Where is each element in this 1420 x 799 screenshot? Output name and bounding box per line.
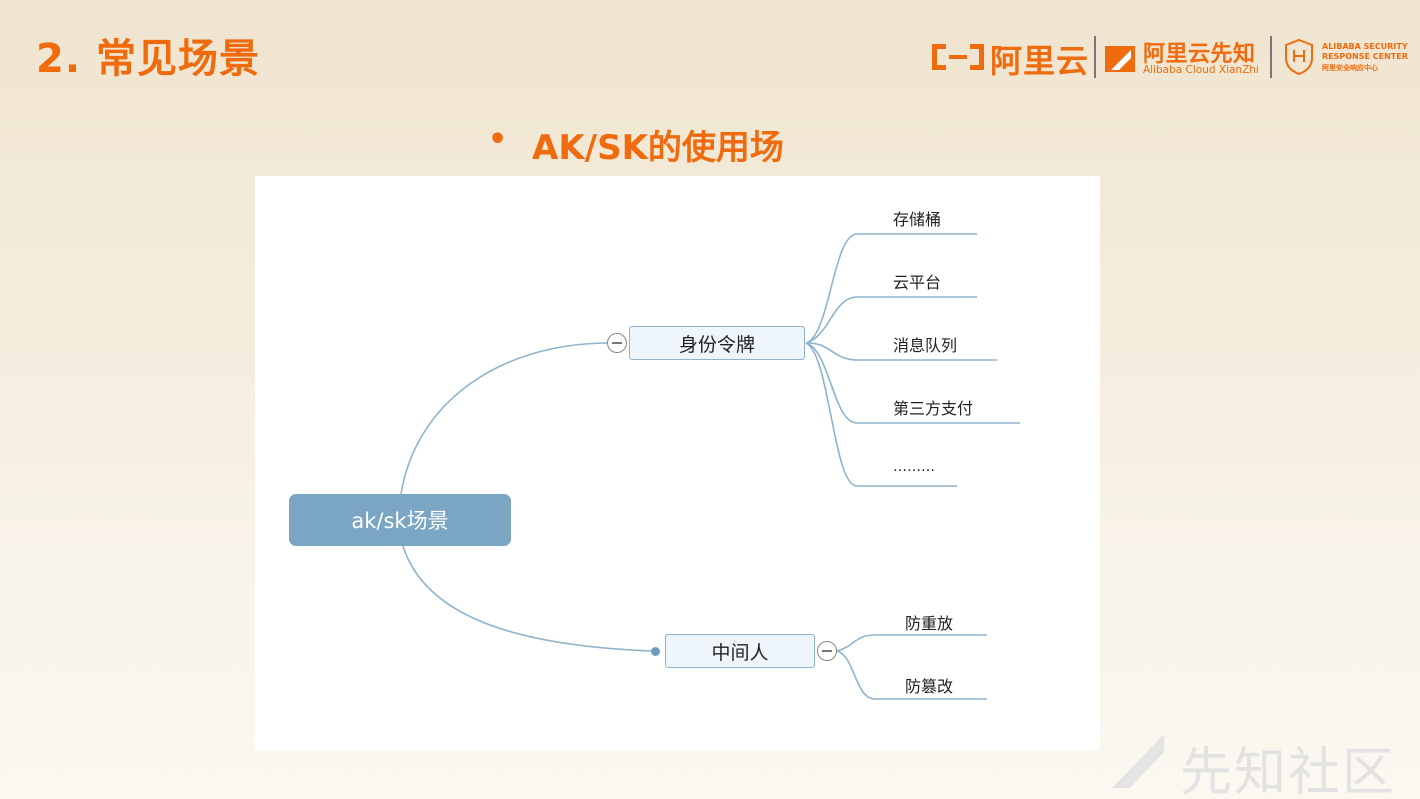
logo-separator <box>1094 36 1096 78</box>
watermark-logo-icon <box>1112 734 1164 788</box>
aliyun-logo-text: 阿里云 <box>990 42 1090 80</box>
leaf-node: 消息队列 <box>893 336 958 355</box>
asrc-logo-line2: RESPONSE CENTER <box>1322 52 1408 61</box>
xianzhi-logo-subtext: Alibaba Cloud XianZhi <box>1143 64 1259 76</box>
slide-title: 2. 常见场景 <box>36 36 260 82</box>
asrc-logo-line3: 阿里安全响应中心 <box>1322 64 1378 72</box>
logo-bar: 阿里云 阿里云先知 Alibaba Cloud XianZhi ALIBABA … <box>928 34 1408 82</box>
watermark-text: 先知社区 <box>1180 743 1397 799</box>
mind-map-connectors <box>400 233 1020 700</box>
leaf-node: ……… <box>893 459 935 475</box>
mind-map-root: ak/sk场景 <box>289 494 511 546</box>
branch-identity-token[interactable]: 身份令牌 <box>629 326 805 360</box>
leaf-node: 云平台 <box>893 273 942 292</box>
xianzhi-logo-text: 阿里云先知 <box>1143 42 1256 67</box>
xianzhi-logo-icon <box>1105 46 1135 72</box>
leaf-node: 存储桶 <box>893 210 942 229</box>
branch-man-in-the-middle[interactable]: 中间人 <box>665 634 815 668</box>
leaf-node: 防篡改 <box>905 677 954 696</box>
aliyun-logo-icon <box>932 44 984 70</box>
logo-separator <box>1270 36 1272 78</box>
leaf-node: 第三方支付 <box>893 399 974 418</box>
collapse-toggle-icon[interactable] <box>607 333 627 353</box>
collapse-toggle-icon[interactable] <box>817 641 837 661</box>
slide-subtitle: AK/SK的使用场 <box>532 128 784 168</box>
mind-map: ak/sk场景 身份令牌 中间人 存储桶 云平台 消息队列 第三方支付 ……… … <box>255 176 1100 750</box>
bullet-point: • <box>488 122 508 157</box>
leaf-node: 防重放 <box>905 614 954 633</box>
connector-dot-icon <box>651 647 660 656</box>
shield-icon <box>1285 38 1313 76</box>
asrc-logo-line1: ALIBABA SECURITY <box>1322 42 1408 51</box>
